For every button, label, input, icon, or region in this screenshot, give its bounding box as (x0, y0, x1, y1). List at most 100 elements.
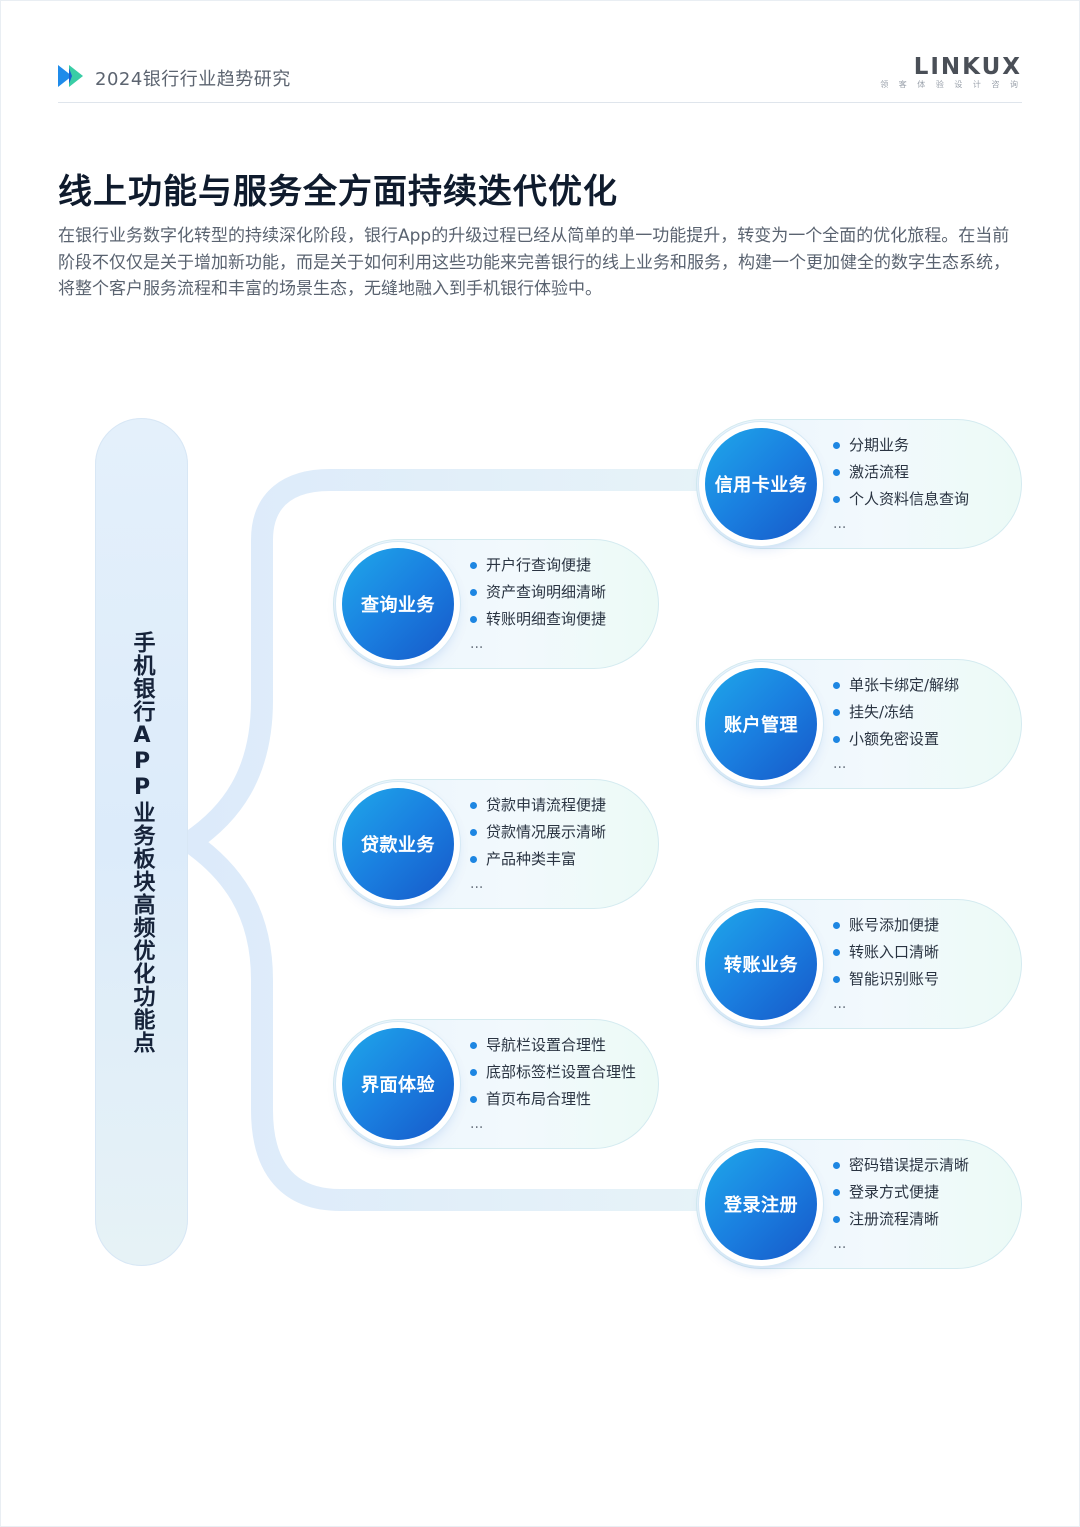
list-item-text: 单张卡绑定/解绑 (849, 676, 960, 694)
bullet-dot-icon (470, 562, 477, 569)
list-item: 单张卡绑定/解绑 (833, 672, 959, 699)
list-item-text: 小额免密设置 (849, 730, 940, 748)
list-item: 贷款情况展示清晰 (470, 819, 606, 846)
list-item: 登录方式便捷 (833, 1179, 969, 1206)
branch-node: 信用卡业务 (705, 428, 817, 540)
branch-title: 登录注册 (724, 1195, 798, 1216)
list-item: 注册流程清晰 (833, 1206, 969, 1233)
bullet-dot-icon (833, 682, 840, 689)
list-item-text: 激活流程 (849, 463, 910, 481)
list-item-text: 贷款申请流程便捷 (486, 796, 607, 814)
list-item: 分期业务 (833, 432, 969, 459)
list-item: 智能识别账号 (833, 966, 939, 993)
brand-logo: LINKUX 领 客 体 验 设 计 咨 询 (880, 55, 1022, 91)
branch-node: 转账业务 (705, 908, 817, 1020)
list-item: 底部标签栏设置合理性 (470, 1059, 636, 1086)
branch-title: 账户管理 (724, 715, 798, 736)
more-indicator: ... (833, 996, 847, 1012)
branch-item-list: 导航栏设置合理性 底部标签栏设置合理性 首页布局合理性 ... (470, 1032, 636, 1140)
more-indicator: ... (470, 876, 484, 892)
intro-paragraph: 在银行业务数字化转型的持续深化阶段，银行App的升级过程已经从简单的单一功能提升… (58, 226, 1010, 299)
brand-name: LINKUX (913, 54, 1022, 80)
more-indicator: ... (833, 516, 847, 532)
bullet-dot-icon (833, 736, 840, 743)
branch-title: 转账业务 (724, 955, 798, 976)
list-item-text: 挂失/冻结 (849, 703, 915, 721)
branch-item-list: 密码错误提示清晰 登录方式便捷 注册流程清晰 ... (833, 1152, 969, 1260)
list-item-text: 底部标签栏设置合理性 (486, 1063, 637, 1081)
play-arrows-logo-icon (58, 65, 83, 87)
bullet-dot-icon (833, 1216, 840, 1223)
branch-title: 查询业务 (361, 595, 435, 616)
list-item-text: 智能识别账号 (849, 970, 940, 988)
branch-item-list: 贷款申请流程便捷 贷款情况展示清晰 产品种类丰富 ... (470, 792, 606, 900)
list-item-text: 转账入口清晰 (849, 943, 940, 961)
branch-title: 信用卡业务 (714, 475, 808, 496)
branch-card-loan: 贷款业务 贷款申请流程便捷 贷款情况展示清晰 产品种类丰富 ... (333, 779, 659, 909)
list-item: 密码错误提示清晰 (833, 1152, 969, 1179)
branch-item-list: 分期业务 激活流程 个人资料信息查询 ... (833, 432, 969, 540)
bullet-dot-icon (470, 856, 477, 863)
branch-card-login: 登录注册 密码错误提示清晰 登录方式便捷 注册流程清晰 ... (696, 1139, 1022, 1269)
branch-card-account: 账户管理 单张卡绑定/解绑 挂失/冻结 小额免密设置 ... (696, 659, 1022, 789)
bullet-dot-icon (833, 976, 840, 983)
branch-node: 贷款业务 (342, 788, 454, 900)
list-item: 挂失/冻结 (833, 699, 959, 726)
list-item: 首页布局合理性 (470, 1086, 636, 1113)
more-indicator: ... (470, 636, 484, 652)
list-item-text: 产品种类丰富 (486, 850, 577, 868)
bullet-dot-icon (833, 442, 840, 449)
branch-card-transfer: 转账业务 账号添加便捷 转账入口清晰 智能识别账号 ... (696, 899, 1022, 1029)
bullet-dot-icon (470, 1042, 477, 1049)
list-item: 开户行查询便捷 (470, 552, 606, 579)
bullet-dot-icon (470, 829, 477, 836)
branch-node: 界面体验 (342, 1028, 454, 1140)
bullet-dot-icon (470, 1096, 477, 1103)
bullet-dot-icon (833, 496, 840, 503)
bullet-dot-icon (833, 469, 840, 476)
branch-item-list: 开户行查询便捷 资产查询明细清晰 转账明细查询便捷 ... (470, 552, 606, 660)
branch-node: 账户管理 (705, 668, 817, 780)
root-label: 手机银行APP业务板块高频优化功能点 (95, 418, 188, 1266)
list-item: 导航栏设置合理性 (470, 1032, 636, 1059)
list-item: 产品种类丰富 (470, 846, 606, 873)
more-indicator: ... (833, 756, 847, 772)
root-label-text: 手机银行APP业务板块高频优化功能点 (129, 630, 155, 1054)
list-item-text: 资产查询明细清晰 (486, 583, 607, 601)
branch-node: 登录注册 (705, 1148, 817, 1260)
list-item-text: 贷款情况展示清晰 (486, 823, 607, 841)
bullet-dot-icon (833, 1162, 840, 1169)
list-item-text: 账号添加便捷 (849, 916, 940, 934)
list-item-text: 首页布局合理性 (486, 1090, 592, 1108)
branch-title: 贷款业务 (361, 835, 435, 856)
page-title: 线上功能与服务全方面持续迭代优化 (58, 172, 618, 212)
bullet-dot-icon (470, 1069, 477, 1076)
list-item-text: 注册流程清晰 (849, 1210, 940, 1228)
report-title: 2024银行行业趋势研究 (95, 69, 291, 90)
list-item-text: 导航栏设置合理性 (486, 1036, 607, 1054)
more-indicator: ... (833, 1236, 847, 1252)
branch-item-list: 单张卡绑定/解绑 挂失/冻结 小额免密设置 ... (833, 672, 959, 780)
list-item: 账号添加便捷 (833, 912, 939, 939)
page-header: 2024银行行业趋势研究 LINKUX 领 客 体 验 设 计 咨 询 (58, 52, 1022, 103)
bullet-dot-icon (470, 616, 477, 623)
list-item-text: 登录方式便捷 (849, 1183, 940, 1201)
feature-diagram: 手机银行APP业务板块高频优化功能点 信用卡业务 分期业务 激活流程 个人资料信… (0, 400, 1080, 1300)
list-item: 资产查询明细清晰 (470, 579, 606, 606)
bullet-dot-icon (833, 922, 840, 929)
list-item-text: 分期业务 (849, 436, 910, 454)
bullet-dot-icon (833, 1189, 840, 1196)
more-indicator: ... (470, 1116, 484, 1132)
list-item-text: 转账明细查询便捷 (486, 610, 607, 628)
branch-card-query: 查询业务 开户行查询便捷 资产查询明细清晰 转账明细查询便捷 ... (333, 539, 659, 669)
list-item: 转账入口清晰 (833, 939, 939, 966)
list-item-text: 开户行查询便捷 (486, 556, 592, 574)
bullet-dot-icon (470, 589, 477, 596)
list-item-text: 密码错误提示清晰 (849, 1156, 970, 1174)
branch-title: 界面体验 (361, 1075, 435, 1096)
branch-node: 查询业务 (342, 548, 454, 660)
list-item: 小额免密设置 (833, 726, 959, 753)
branch-card-interface: 界面体验 导航栏设置合理性 底部标签栏设置合理性 首页布局合理性 ... (333, 1019, 659, 1149)
list-item: 激活流程 (833, 459, 969, 486)
list-item: 个人资料信息查询 (833, 486, 969, 513)
